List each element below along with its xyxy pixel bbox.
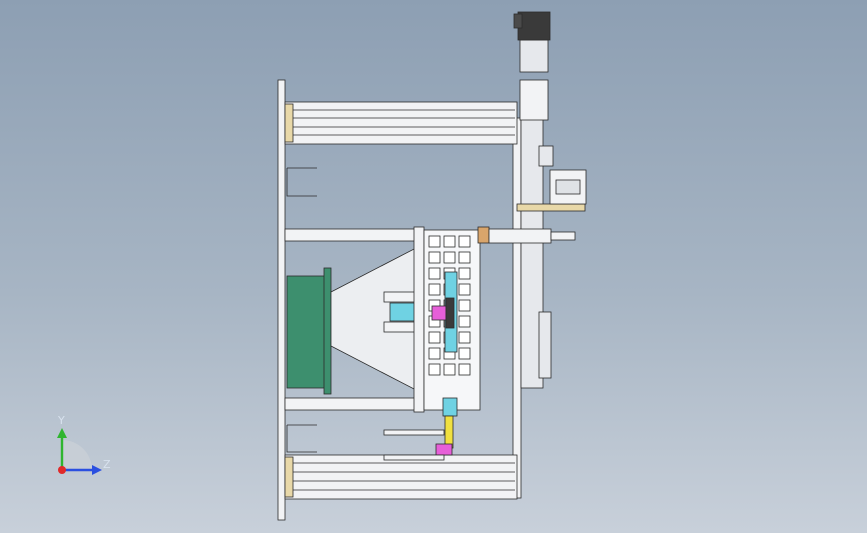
plate-hole [458, 331, 471, 344]
plate-hole [443, 235, 456, 248]
left-base-plate [277, 79, 286, 521]
carriage-plate [516, 203, 586, 212]
plate-hole [428, 347, 441, 360]
plate-hole [428, 267, 441, 280]
coordinate-triad [57, 428, 102, 475]
cone-rod-lower [383, 321, 417, 333]
lower-rod-2 [383, 454, 445, 461]
column-slot-1 [538, 145, 554, 167]
lower-rod-1 [383, 429, 445, 436]
bottom-extrusion [284, 454, 518, 500]
lower-bracket [286, 424, 317, 453]
lower-rail [284, 397, 416, 411]
motor-body [519, 39, 549, 73]
copper-collar [477, 226, 490, 244]
z-axis-label: Z [103, 458, 111, 471]
plate-hole [458, 283, 471, 296]
pink-clip [431, 305, 447, 321]
upper-bracket [286, 167, 317, 197]
yellow-link [444, 415, 454, 449]
plate-hole [458, 315, 471, 328]
cyan-lower-block [442, 397, 458, 417]
plate-hole [428, 235, 441, 248]
black-connector [445, 297, 455, 329]
top-extrusion [284, 101, 518, 145]
plate-hole [428, 283, 441, 296]
plate-hole [428, 331, 441, 344]
head-plate-frame [413, 226, 425, 413]
upper-rail [284, 228, 416, 242]
carriage-inner [555, 179, 581, 195]
column-slot-2 [538, 311, 552, 379]
pink-lower-block [435, 443, 453, 456]
plate-hole [428, 363, 441, 376]
pneumatic-cylinder [488, 228, 552, 244]
plate-hole [443, 251, 456, 264]
plate-hole [458, 267, 471, 280]
plate-hole [458, 235, 471, 248]
plate-hole [458, 363, 471, 376]
plate-hole [443, 363, 456, 376]
motor-cap [517, 11, 551, 41]
green-drum [286, 267, 332, 395]
motor-cap-shade [513, 13, 523, 29]
right-column [512, 117, 522, 499]
cylinder-rod [550, 231, 576, 241]
cyan-block-left [389, 302, 417, 322]
y-axis-label: Y [58, 414, 65, 427]
plate-hole [458, 299, 471, 312]
motor-housing [519, 79, 549, 121]
cone-rod-upper [383, 291, 417, 303]
plate-hole [458, 251, 471, 264]
x-axis-dot [58, 466, 66, 474]
plate-hole [458, 347, 471, 360]
plate-hole [428, 251, 441, 264]
